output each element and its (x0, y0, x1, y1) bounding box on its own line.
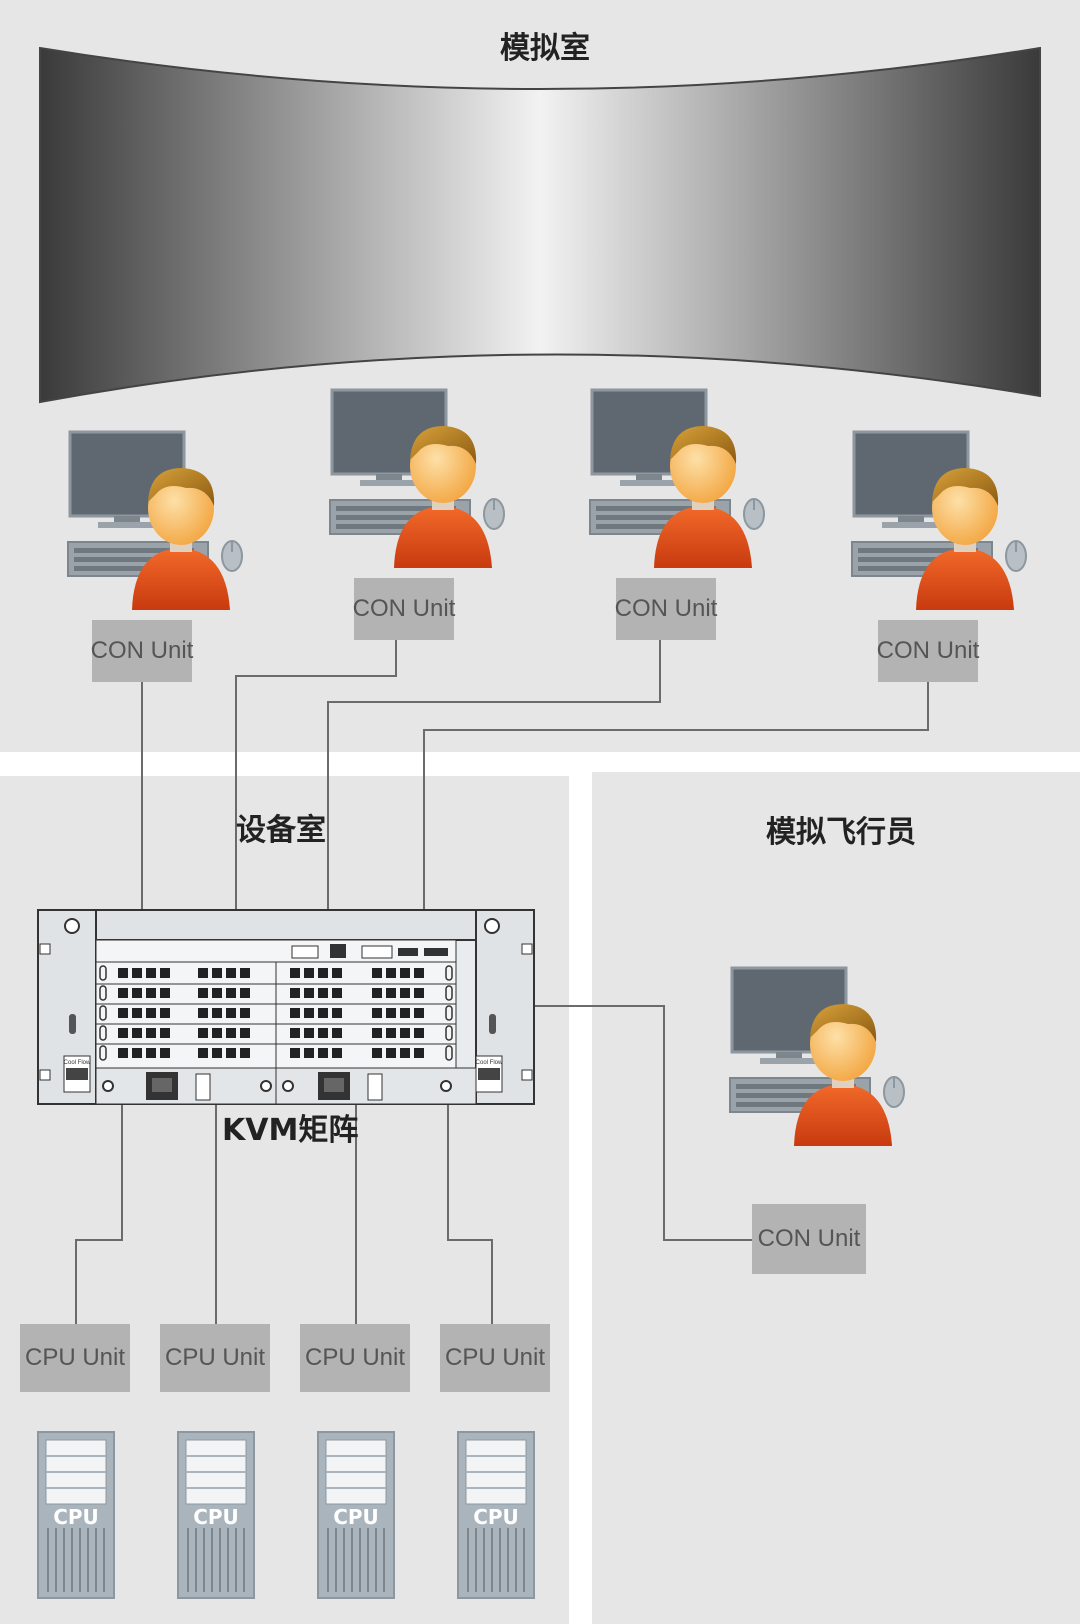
projection-screen (39, 46, 1041, 404)
con-unit-pilot: CON Unit (752, 1204, 866, 1274)
workstation-sim-3 (588, 388, 766, 570)
cpu-tower-label-3: CPU (333, 1505, 379, 1529)
link-con2-matrix (235, 640, 397, 910)
kvm-matrix: Cool Flow Cool Flow (37, 909, 535, 1105)
workstation-pilot (728, 966, 906, 1148)
link-con4-matrix (423, 682, 929, 910)
cpu-unit-2: CPU Unit (160, 1324, 270, 1392)
psu-label-right: Cool Flow (476, 1060, 503, 1066)
simulated-pilot-zone (592, 772, 1080, 1624)
cpu-tower-2: CPU (177, 1431, 255, 1599)
con-unit-2: CON Unit (353, 578, 455, 640)
con-unit-3: CON Unit (615, 578, 717, 640)
link-con3-matrix (327, 640, 661, 910)
cpu-unit-3: CPU Unit (300, 1324, 410, 1392)
simulated-pilot-title: 模拟飞行员 (766, 815, 916, 850)
cpu-tower-1: CPU (37, 1431, 115, 1599)
con-unit-4: CON Unit (877, 620, 979, 682)
link-matrix-cpu1 (75, 1104, 123, 1324)
link-matrix-cpu4 (447, 1104, 493, 1324)
simulation-room-title: 模拟室 (500, 31, 590, 66)
equipment-room-title: 设备室 (236, 813, 326, 848)
cpu-tower-3: CPU (317, 1431, 395, 1599)
cpu-tower-label-1: CPU (53, 1505, 99, 1529)
kvm-matrix-label: KVM矩阵 (222, 1113, 359, 1148)
con-unit-1: CON Unit (91, 620, 193, 682)
cpu-unit-4: CPU Unit (440, 1324, 550, 1392)
psu-label-left: Cool Flow (64, 1060, 91, 1066)
workstation-sim-1 (66, 430, 244, 612)
workstation-sim-2 (328, 388, 506, 570)
cpu-tower-4: CPU (457, 1431, 535, 1599)
link-matrix-con5 (534, 1005, 752, 1241)
cpu-tower-label-4: CPU (473, 1505, 519, 1529)
cpu-unit-1: CPU Unit (20, 1324, 130, 1392)
cpu-tower-label-2: CPU (193, 1505, 239, 1529)
workstation-sim-4 (850, 430, 1028, 612)
